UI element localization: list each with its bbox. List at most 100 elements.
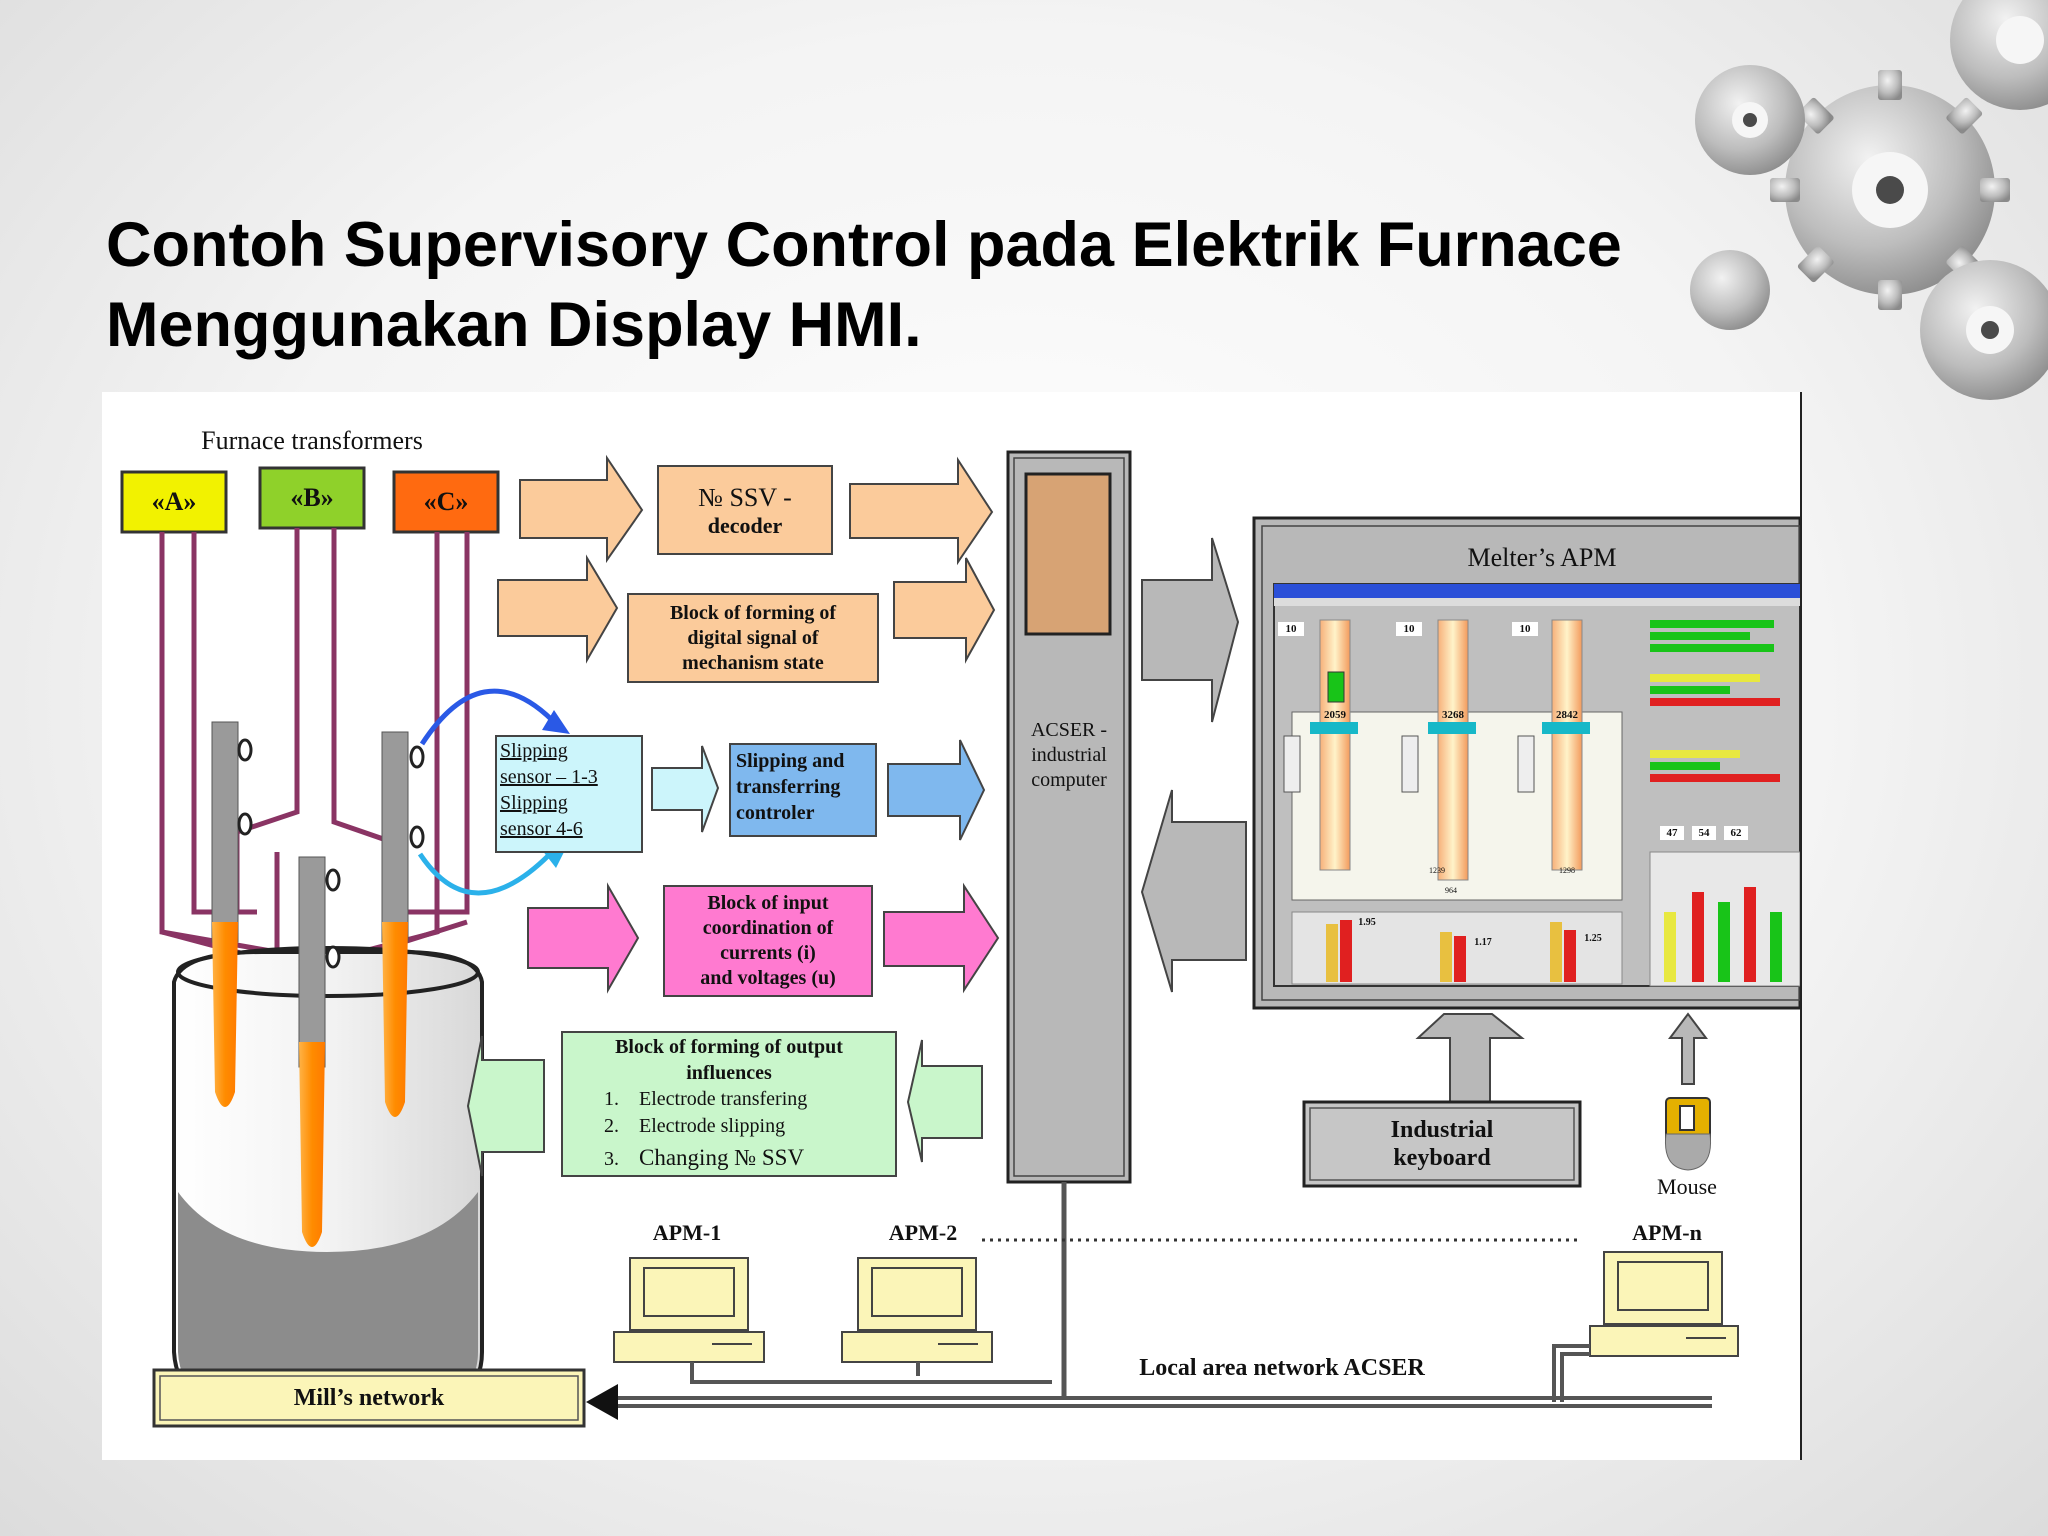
apm2-computer <box>841 1257 993 1363</box>
hmi-column-value-2: 3268 <box>1442 709 1464 721</box>
arrow-from-input <box>883 882 1000 994</box>
hmi-right-bars <box>1649 620 1800 987</box>
melter-apm-label: Melter’s APM <box>1467 543 1617 572</box>
hmi-power-value-2: 1.17 <box>1474 936 1492 948</box>
slipping-sensor-line2: sensor – 1-3 <box>500 766 598 788</box>
transformer-c-label: «C» <box>423 487 469 516</box>
keyboard-text: Industrial keyboard <box>1304 1102 1580 1186</box>
digital-block-line2: digital signal of <box>687 626 819 649</box>
slipping-controller-line3: controler <box>736 802 815 824</box>
slipping-sensor-line4: sensor 4-6 <box>500 818 583 840</box>
input-block-line4: and voltages (u) <box>700 967 836 989</box>
lan-label: Local area network ACSER <box>1139 1354 1425 1381</box>
arrow-to-digital <box>497 554 619 664</box>
hmi-top-value-2: 10 <box>1396 622 1422 636</box>
arrow-acser-to-apm <box>1141 537 1240 723</box>
arrow-from-output <box>466 1035 545 1177</box>
keyboard-line2: keyboard <box>1393 1145 1491 1171</box>
arrow-mouse-to-apm <box>1668 1012 1708 1085</box>
sensor-arrow-bottom <box>417 852 552 896</box>
mouse-label: Mouse <box>1657 1174 1717 1199</box>
keyboard-box <box>1302 1100 1582 1188</box>
mill-network-box <box>152 1368 586 1428</box>
arrow-to-output <box>906 1039 983 1163</box>
acser-line3: computer <box>1031 768 1107 791</box>
hmi-right-value-1: 47 <box>1660 826 1684 840</box>
transformer-b-label: «B» <box>290 483 334 512</box>
input-block-line1: Block of input <box>707 892 829 914</box>
hmi-top-value-1: 10 <box>1278 622 1304 636</box>
hmi-column-value-1: 2059 <box>1324 709 1346 721</box>
arrow-keyboard-to-apm <box>1415 1013 1525 1103</box>
item-text: Electrode slipping <box>639 1115 786 1137</box>
arrow-to-input <box>527 882 640 994</box>
hmi-bottom-value-1: 1239 <box>1429 865 1445 875</box>
keyboard-line1: Industrial <box>1390 1117 1494 1143</box>
apm1-label: APM-1 <box>652 1220 722 1245</box>
ssv-decoder-line1: № SSV - <box>698 482 792 512</box>
arrow-from-digital <box>893 557 996 664</box>
acser-line1: ACSER - <box>1030 718 1108 741</box>
hmi-top-value-3: 10 <box>1512 622 1538 636</box>
lan-lines <box>612 1344 1712 1408</box>
item-number: 3. <box>604 1148 619 1170</box>
hmi-right-value-3: 62 <box>1724 826 1748 840</box>
slipping-controller-box <box>729 743 877 837</box>
lan-arrowhead <box>586 1384 618 1420</box>
input-block-text: Block of input coordination of currents … <box>664 886 872 996</box>
input-block-box <box>663 885 873 997</box>
digital-block-line3: mechanism state <box>682 651 824 674</box>
hmi-column-value-3: 2842 <box>1556 709 1578 721</box>
slide-title-line2: Menggunakan Display HMI. <box>106 290 922 360</box>
output-block-box <box>561 1031 897 1177</box>
transformer-a-label: «A» <box>151 487 197 516</box>
ssv-decoder-box <box>657 465 833 555</box>
apm2-label: APM-2 <box>888 1220 958 1245</box>
ssv-decoder-text: № SSV - decoder <box>658 466 832 554</box>
slipping-controller-line2: transferring <box>736 776 841 798</box>
list-item: 3. Changing № SSV <box>604 1144 807 1173</box>
arrow-from-controller <box>887 739 986 841</box>
arrow-from-ssv <box>849 456 994 566</box>
acser-screen <box>1024 472 1112 636</box>
gear-icon <box>1690 0 2048 400</box>
transformer-a-box <box>120 470 228 534</box>
slide-title: Contoh Supervisory Control pada Elektrik… <box>106 205 1806 365</box>
furnace-hmi-diagram: Furnace transformers «A» «B» «C» № SSV -… <box>102 392 1802 1460</box>
slipping-controller-line1: Slipping and <box>736 750 845 772</box>
mouse-icon <box>1664 1097 1712 1171</box>
slide-title-line1: Contoh Supervisory Control pada Elektrik… <box>106 210 1622 280</box>
digital-block-text: Block of forming of digital signal of me… <box>628 594 878 682</box>
diagram-graphics <box>120 450 1800 1428</box>
hmi-bottom-value-3: 1298 <box>1559 865 1575 875</box>
item-text: Electrode transfering <box>639 1088 808 1110</box>
arrow-to-ssv <box>519 454 644 564</box>
mill-network-label: Mill’s network <box>293 1384 445 1411</box>
output-block-list: 1. Electrode transfering 2. Electrode sl… <box>604 1086 807 1173</box>
furnace-transformers-label: Furnace transformers <box>201 426 423 455</box>
slipping-sensor-line3: Slipping <box>500 792 568 814</box>
hmi-bottom-bars <box>1291 911 1623 985</box>
list-item: 1. Electrode transfering <box>604 1086 807 1113</box>
output-block-title2: influences <box>686 1061 772 1084</box>
item-number: 2. <box>604 1115 619 1137</box>
output-block-title1: Block of forming of output <box>615 1035 843 1058</box>
digital-block-line1: Block of forming of <box>669 601 837 624</box>
electrodes <box>211 721 425 1247</box>
ssv-decoder-line2: decoder <box>707 512 783 538</box>
arrow-to-controller <box>651 745 720 833</box>
transformer-c-box <box>392 470 500 534</box>
slipping-controller-text: Slipping and transferring controler <box>736 748 844 826</box>
acser-line2: industrial <box>1031 743 1107 766</box>
item-text: Changing № SSV <box>639 1145 805 1170</box>
apmn-computer <box>1589 1251 1739 1357</box>
apm1-computer <box>613 1257 765 1363</box>
sensor-arrow-top <box>419 688 554 746</box>
gears-decoration <box>1690 0 2048 400</box>
input-block-line3: currents (i) <box>720 942 816 964</box>
digital-block-box <box>627 593 879 683</box>
hmi-right-value-2: 54 <box>1692 826 1716 840</box>
item-number: 1. <box>604 1088 619 1110</box>
apmn-label: APM-n <box>1632 1220 1702 1245</box>
slipping-sensor-text: Slipping sensor – 1-3 Slipping sensor 4-… <box>500 738 598 842</box>
